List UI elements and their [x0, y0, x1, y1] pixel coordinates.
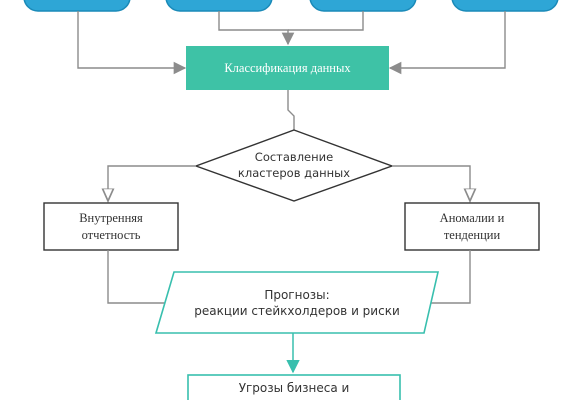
clustering-text-line2: кластеров данных [237, 166, 351, 180]
anomalies-text-line2: тенденции [443, 227, 501, 242]
forecasts-text-line1: Прогнозы: [264, 287, 330, 302]
classification-box [186, 46, 389, 90]
anomalies-box [404, 202, 540, 251]
threats-box [187, 374, 401, 400]
classification-text: Классификация данных [224, 60, 351, 75]
internal-report-box [43, 202, 179, 251]
connector-clustering-anomalies [392, 165, 470, 201]
connector-pill4-classification [388, 11, 506, 75]
forecasts-text-line2: реакции стейкхолдеров и риски [194, 304, 400, 318]
connector-classification-clustering [287, 90, 295, 130]
anomalies-text-line1: Аномалии и [439, 211, 505, 226]
source-pill-4 [451, 0, 559, 12]
internal-report-text-line1: Внутренняя [79, 211, 143, 226]
clustering-text-line1: Составление [254, 150, 334, 165]
internal-report-text-line2: отчетность [81, 227, 141, 242]
connector-pill2-classification [218, 11, 295, 46]
clustering-diamond [193, 129, 395, 202]
classification-label: Классификация данных [186, 46, 389, 90]
connector-anomalies-forecasts [430, 250, 471, 304]
threats-label: Угрозы бизнеса и [188, 380, 400, 400]
source-pill-1 [23, 0, 131, 12]
threats-text-line1: Угрозы бизнеса и [238, 381, 350, 395]
connector-clustering-internal [108, 165, 196, 201]
source-pill-2 [165, 0, 273, 12]
connector-internal-forecasts [107, 250, 165, 304]
clustering-label: Составление кластеров данных [216, 146, 372, 186]
forecasts-label: Прогнозы: реакции стейкхолдеров и риски [170, 282, 424, 324]
connector-pill3-classification [288, 11, 364, 31]
forecasts-parallelogram [154, 271, 440, 334]
internal-report-label: Внутренняя отчетность [44, 203, 178, 250]
anomalies-label: Аномалии и тенденции [405, 203, 539, 250]
connector-pill1-classification [77, 11, 187, 75]
source-pill-3 [309, 0, 417, 12]
